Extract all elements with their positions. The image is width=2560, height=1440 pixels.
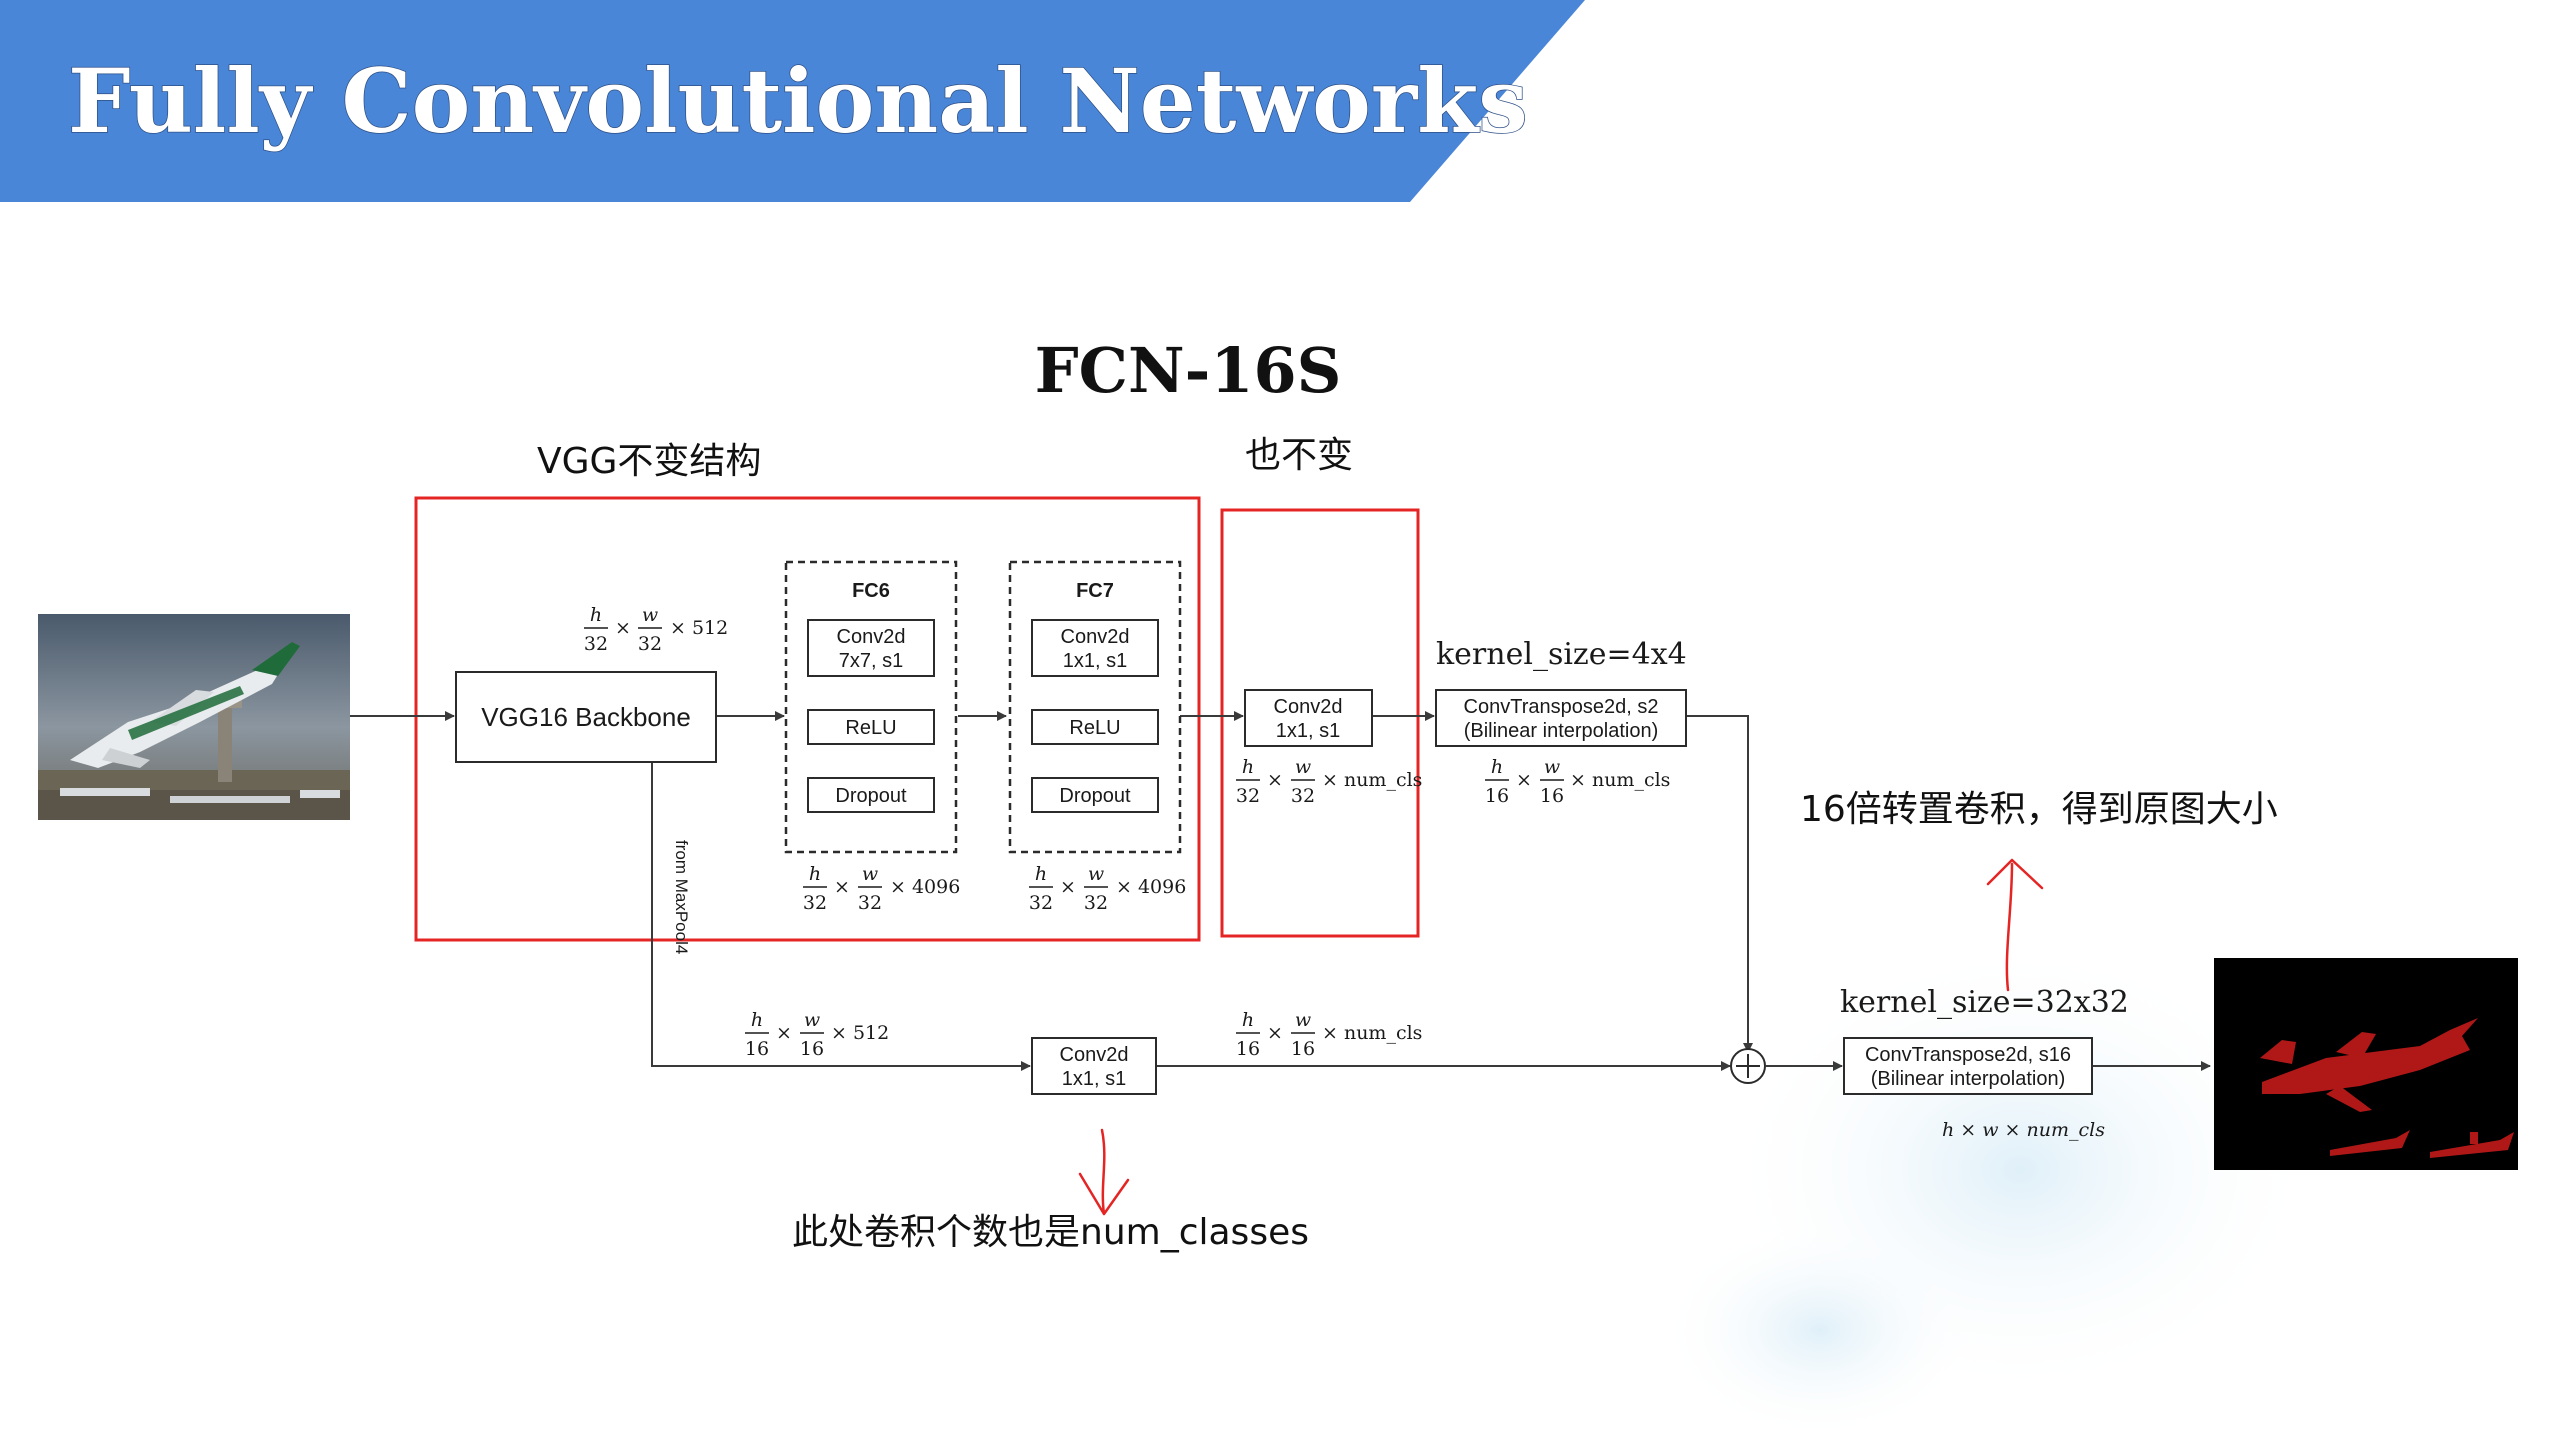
up16-line1: ConvTranspose2d, s16 <box>1865 1044 2071 1066</box>
fc7-group: FC7 Conv2d 1x1, s1 ReLU Dropout <box>1008 560 1182 854</box>
note-vgg-unchanged: VGG不变结构 <box>537 441 761 482</box>
svg-text:32: 32 <box>803 892 827 914</box>
svg-text:w: w <box>862 863 878 885</box>
svg-text:32: 32 <box>858 892 882 914</box>
svg-text:32: 32 <box>1236 785 1260 807</box>
svg-text:w: w <box>1295 1009 1311 1031</box>
svg-text:16: 16 <box>800 1038 824 1060</box>
note-num-classes: 此处卷积个数也是num_classes <box>792 1212 1309 1253</box>
note-upsample-16x: 16倍转置卷积，得到原图大小 <box>1800 789 2278 830</box>
up2-line1: ConvTranspose2d, s2 <box>1464 696 1659 718</box>
dim-fc7-out: h 32 × w 32 × 4096 <box>1029 863 1186 914</box>
note-also-unchanged: 也不变 <box>1245 435 1353 476</box>
svg-text:w: w <box>1544 756 1560 778</box>
svg-text:×: × <box>834 876 850 898</box>
svg-text:×: × <box>1060 876 1076 898</box>
dim-backbone-out: h 32 × w 32 × 512 <box>584 604 728 655</box>
svg-text:16: 16 <box>1485 785 1509 807</box>
note-arrow-down <box>1078 1128 1130 1216</box>
up2-line2: (Bilinear interpolation) <box>1464 720 1659 742</box>
fc6-dropout: Dropout <box>835 785 907 807</box>
kernel-label-up16: kernel_size=32x32 <box>1840 985 2129 1020</box>
upsample-16x-block: kernel_size=32x32 ConvTranspose2d, s16 (… <box>1840 985 2129 1095</box>
svg-text:16: 16 <box>1291 1038 1315 1060</box>
svg-text:× 512: × 512 <box>670 617 728 639</box>
svg-text:16: 16 <box>745 1038 769 1060</box>
svg-text:×: × <box>776 1022 792 1044</box>
up16-line2: (Bilinear interpolation) <box>1871 1068 2066 1090</box>
connections <box>350 711 2211 1071</box>
dim-final-out: h × w × num_cls <box>1942 1119 2105 1141</box>
fc7-relu: ReLU <box>1069 717 1120 739</box>
dim-pool4-score: h 16 × w 16 × num_cls <box>1236 1009 1423 1060</box>
svg-text:h: h <box>1242 1009 1254 1031</box>
pool4-conv-block: Conv2d 1x1, s1 <box>1031 1037 1157 1095</box>
skip-label: from MaxPool4 <box>672 840 691 954</box>
svg-text:w: w <box>642 604 658 626</box>
fc6-conv-line2: 7x7, s1 <box>839 650 903 672</box>
svg-text:w: w <box>804 1009 820 1031</box>
svg-text:32: 32 <box>1084 892 1108 914</box>
svg-text:h: h <box>1035 863 1047 885</box>
fc7-conv-line2: 1x1, s1 <box>1063 650 1127 672</box>
dim-up2-out: h 16 × w 16 × num_cls <box>1485 756 1671 807</box>
pool4-conv-line2: 1x1, s1 <box>1062 1068 1126 1090</box>
score-conv-block: Conv2d 1x1, s1 <box>1244 689 1373 747</box>
svg-text:16: 16 <box>1236 1038 1260 1060</box>
svg-text:× num_cls: × num_cls <box>1570 769 1670 791</box>
svg-text:× 4096: × 4096 <box>890 876 960 898</box>
highlight-score-conv <box>1220 508 1420 938</box>
fc6-group: FC6 Conv2d 7x7, s1 ReLU Dropout <box>784 560 958 854</box>
svg-text:×: × <box>1267 769 1283 791</box>
svg-text:w: w <box>1088 863 1104 885</box>
dim-fc6-out: h 32 × w 32 × 4096 <box>803 863 960 914</box>
svg-text:× num_cls: × num_cls <box>1322 1022 1422 1044</box>
fc6-conv-line1: Conv2d <box>837 626 906 648</box>
fc6-title: FC6 <box>852 580 890 602</box>
slide-title: Fully Convolutional Networks <box>68 49 1528 153</box>
svg-text:32: 32 <box>1029 892 1053 914</box>
dim-score-out: h 32 × w 32 × num_cls <box>1236 756 1423 807</box>
svg-text:h: h <box>809 863 821 885</box>
svg-text:32: 32 <box>638 633 662 655</box>
svg-text:h: h <box>590 604 602 626</box>
svg-text:× 512: × 512 <box>831 1022 889 1044</box>
dim-pool4: h 16 × w 16 × 512 <box>745 1009 889 1060</box>
input-image <box>38 614 350 820</box>
upsample-2x-block: kernel_size=4x4 ConvTranspose2d, s2 (Bil… <box>1435 637 1687 747</box>
svg-text:×: × <box>1516 769 1532 791</box>
backbone-block: VGG16 Backbone <box>455 671 717 763</box>
svg-text:32: 32 <box>1291 785 1315 807</box>
backbone-label: VGG16 Backbone <box>481 702 691 732</box>
svg-text:16: 16 <box>1540 785 1564 807</box>
svg-text:× num_cls: × num_cls <box>1322 769 1422 791</box>
svg-text:h: h <box>751 1009 763 1031</box>
svg-text:h: h <box>1491 756 1503 778</box>
svg-text:h: h <box>1242 756 1254 778</box>
header-banner: Fully Convolutional Networks <box>0 0 1585 202</box>
note-arrow-up <box>1986 858 2044 992</box>
svg-text:×: × <box>615 617 631 639</box>
fc6-relu: ReLU <box>845 717 896 739</box>
fc7-dropout: Dropout <box>1059 785 1131 807</box>
score-conv-line2: 1x1, s1 <box>1276 720 1340 742</box>
sum-node <box>1730 1048 1766 1084</box>
svg-text:w: w <box>1295 756 1311 778</box>
kernel-label-up2: kernel_size=4x4 <box>1436 637 1687 672</box>
score-conv-line1: Conv2d <box>1274 696 1343 718</box>
pool4-conv-line1: Conv2d <box>1060 1044 1129 1066</box>
header-background <box>0 0 1585 202</box>
fc7-conv-line1: Conv2d <box>1061 626 1130 648</box>
diagram-title: FCN-16S <box>1035 334 1342 407</box>
svg-text:32: 32 <box>584 633 608 655</box>
svg-text:× 4096: × 4096 <box>1116 876 1186 898</box>
svg-text:×: × <box>1267 1022 1283 1044</box>
highlight-vgg-region <box>414 496 1201 942</box>
output-mask <box>2214 958 2518 1170</box>
fc7-title: FC7 <box>1076 580 1114 602</box>
